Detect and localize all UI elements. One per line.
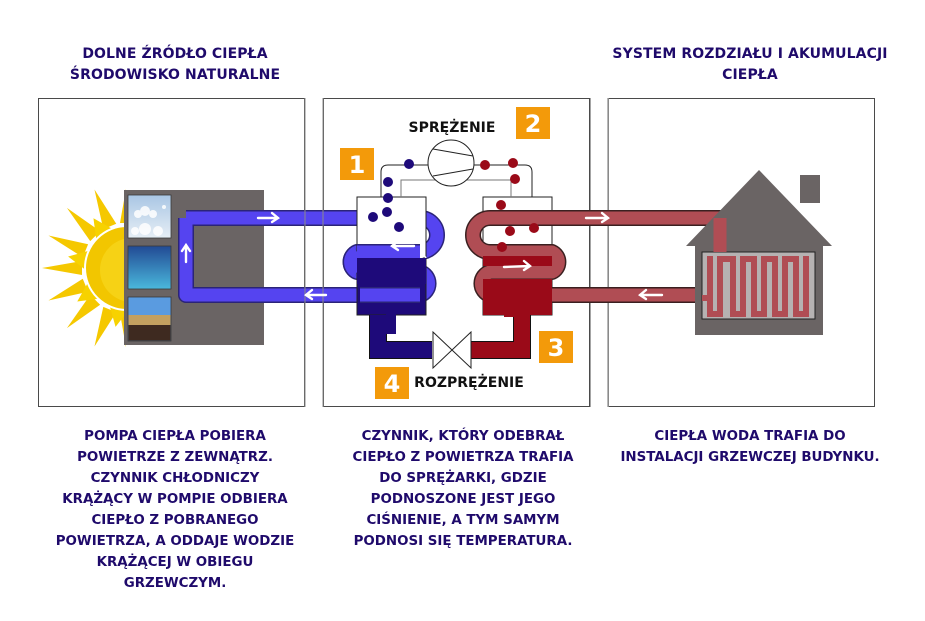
left-desc-line-5: CIEPŁO Z POBRANEGO [91, 513, 259, 528]
middle-desc-line-4: PODNOSZONE JEST JEGO [370, 492, 556, 507]
right-desc-line-1: CIEPŁA WODA TRAFIA DO [654, 429, 846, 444]
expansion-valve-icon [432, 330, 472, 370]
compressor-icon [427, 139, 475, 187]
step-badge-1: 1 [340, 148, 374, 180]
right-heading-line-1: SYSTEM ROZDZIAŁU I AKUMULACJI [612, 46, 888, 62]
step-number-1: 1 [349, 151, 366, 179]
middle-desc-line-2: CIEPŁO Z POWIETRZA TRAFIA [352, 450, 574, 465]
step-badge-4: 4 [375, 367, 409, 399]
house-icon [686, 170, 832, 335]
left-heading: DOLNE ŹRÓDŁO CIEPŁA ŚRODOWISKO NATURALNE [30, 44, 320, 86]
water-tile [127, 245, 172, 290]
left-desc-line-1: POMPA CIEPŁA POBIERA [84, 429, 266, 444]
sun-icon [42, 188, 126, 348]
step-number-4: 4 [384, 370, 401, 398]
left-heading-line-2: ŚRODOWISKO NATURALNE [69, 67, 281, 83]
middle-description: CZYNNIK, KTÓRY ODEBRAŁ CIEPŁO Z POWIETRZ… [313, 426, 613, 552]
middle-desc-line-5: CIŚNIENIE, A TYM SAMYM [366, 513, 560, 528]
right-heading-line-2: CIEPŁA [722, 67, 778, 83]
left-description: POMPA CIEPŁA POBIERA POWIETRZE Z ZEWNĄTR… [30, 426, 320, 594]
left-desc-line-2: POWIETRZE Z ZEWNĄTRZ. [77, 450, 273, 465]
step-number-3: 3 [548, 334, 565, 362]
step-number-2: 2 [525, 110, 542, 138]
middle-desc-line-3: DO SPRĘŻARKI, GDZIE [379, 471, 547, 486]
compression-label: SPRĘŻENIE [409, 119, 496, 136]
step-badge-2: 2 [516, 107, 550, 139]
left-desc-line-7: KRĄŻĄCEJ W OBIEGU [96, 555, 254, 570]
middle-desc-line-1: CZYNNIK, KTÓRY ODEBRAŁ [361, 429, 565, 444]
left-desc-line-6: POWIETRZA, A ODDAJE WODZIE [55, 534, 295, 549]
left-desc-line-3: CZYNNIK CHŁODNICZY [90, 471, 260, 486]
left-desc-line-4: KRĄŻĄCY W POMPIE ODBIERA [62, 492, 288, 507]
cold-refrigerant-dots [368, 159, 414, 232]
middle-desc-line-6: PODNOSI SIĘ TEMPERATURA. [353, 534, 573, 549]
step-badge-3: 3 [539, 331, 573, 363]
hot-refrigerant-dots [480, 158, 539, 252]
left-desc-line-8: GRZEWCZYM. [123, 576, 227, 591]
left-heading-line-1: DOLNE ŹRÓDŁO CIEPŁA [82, 46, 268, 62]
right-description: CIEPŁA WODA TRAFIA DO INSTALACJI GRZEWCZ… [595, 426, 905, 468]
expansion-label: ROZPRĘŻENIE [414, 374, 524, 391]
right-desc-line-2: INSTALACJI GRZEWCZEJ BUDYNKU. [620, 450, 880, 465]
right-heading: SYSTEM ROZDZIAŁU I AKUMULACJI CIEPŁA [590, 44, 910, 86]
